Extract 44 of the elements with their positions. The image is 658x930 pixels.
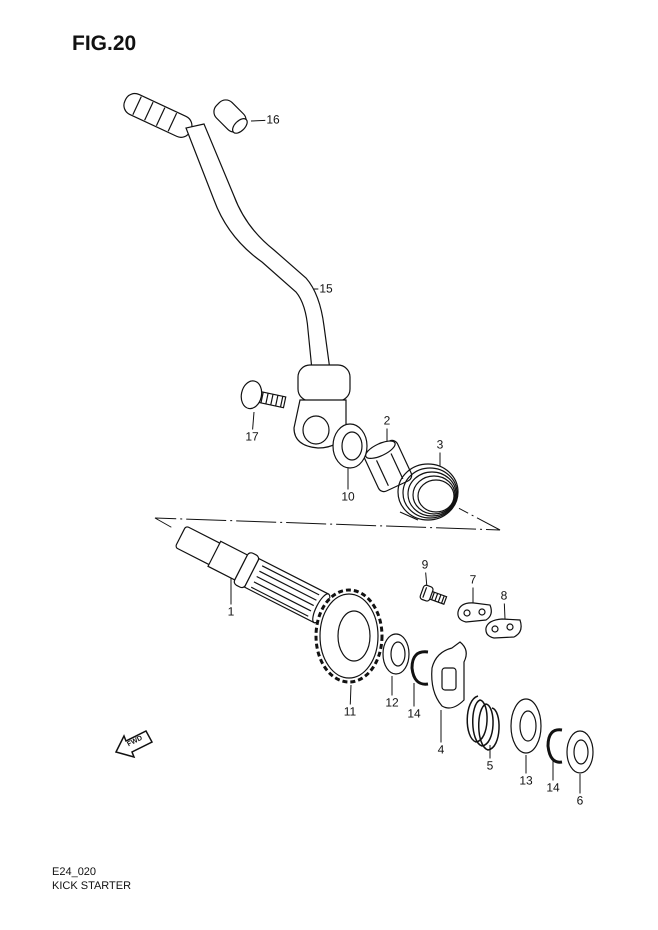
leader-line [472,587,474,604]
callout-number: 13 [519,774,533,788]
plate-drawing [485,618,522,639]
callout-number: 15 [319,282,333,296]
figure-code: E24_020 [52,866,96,879]
circlip-drawing [410,650,428,686]
callout-number: 11 [344,706,356,718]
leader-line [504,603,506,620]
callout-number: 4 [438,744,444,756]
oil-seal-drawing [332,423,368,469]
spring-drawing [397,463,459,521]
gear-drawing [314,588,384,684]
coil-spring-drawing [466,695,500,751]
callout-number: 7 [470,574,476,586]
callout-number: 1 [228,606,234,618]
callout-number: 2 [384,414,390,428]
leader-line [552,760,554,781]
figure-title: FIG.20 [72,32,136,56]
leader-line [350,684,352,705]
callout-number: 8 [500,590,508,602]
leader-line [230,578,232,605]
callout-number: 9 [422,558,428,572]
figure-caption: KICK STARTER [52,880,132,893]
callout-number: 5 [486,760,494,772]
ratchet-guide-drawing [431,641,467,709]
washer-drawing [382,633,410,675]
circlip-drawing [546,728,562,764]
leader-line [252,412,254,430]
assembly-guide-line [154,508,500,530]
washer-drawing [510,698,542,754]
washer-drawing [566,730,594,774]
leader-line [250,120,266,122]
kick-shaft-drawing [174,525,330,624]
plate-drawing [457,602,492,623]
callout-number: 10 [341,490,355,504]
callout-number: 3 [436,438,444,452]
callout-number: 6 [576,794,584,808]
leader-line [440,710,442,743]
bolt-drawing [418,584,448,605]
callout-number: 12 [385,696,399,710]
callout-number: 14 [546,782,560,794]
callout-number: 17 [245,430,259,444]
callout-number: 14 [407,708,421,720]
callout-number: 16 [266,114,280,126]
